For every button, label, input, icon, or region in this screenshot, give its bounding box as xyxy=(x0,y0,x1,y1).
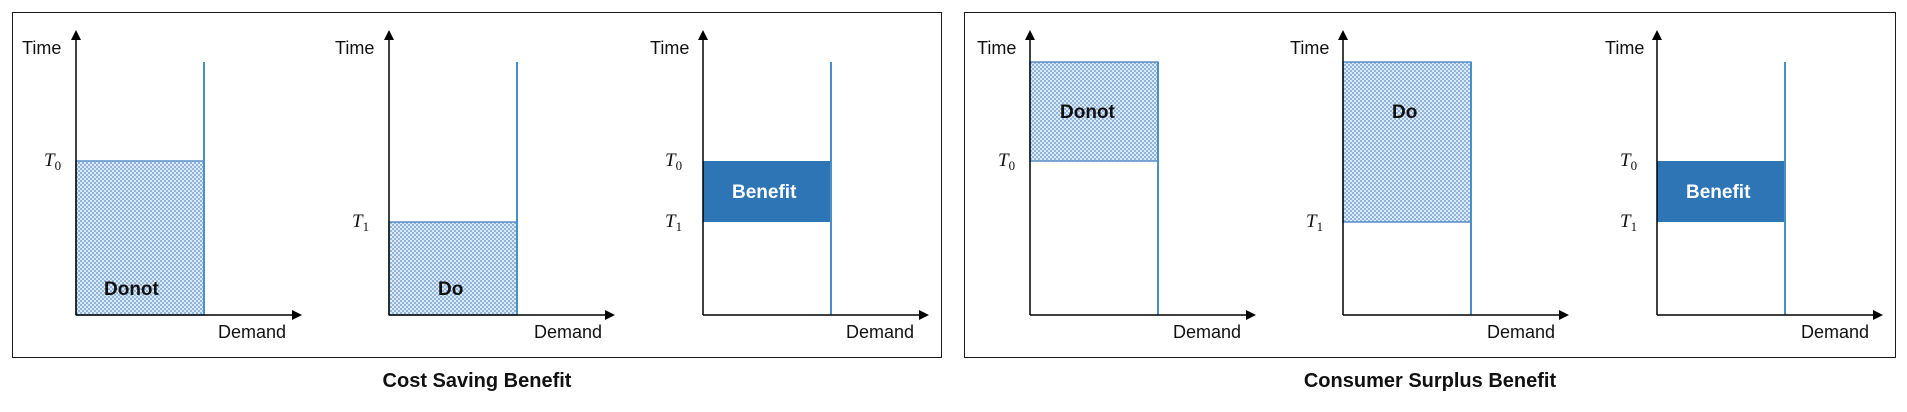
x-axis-label: Demand xyxy=(1173,322,1241,342)
do-area xyxy=(1342,61,1472,223)
x-axis-label: Demand xyxy=(1801,322,1869,342)
donot-area xyxy=(75,160,205,316)
benefit-area xyxy=(703,161,831,222)
chart-surplus-do: Time Demand T1 Do xyxy=(1290,30,1569,342)
t1-label: T1 xyxy=(1306,211,1323,234)
y-axis-label: Time xyxy=(1605,38,1644,58)
y-axis-label: Time xyxy=(1290,38,1329,58)
x-axis-label: Demand xyxy=(846,322,914,342)
chart-surplus-benefit: Time Demand T0 T1 Benefit xyxy=(1605,30,1883,342)
t0-label: T0 xyxy=(665,150,682,173)
x-axis-label: Demand xyxy=(534,322,602,342)
y-axis-label: Time xyxy=(977,38,1016,58)
area-label: Do xyxy=(438,279,463,300)
do-area xyxy=(388,221,518,316)
consumer-surplus-panel xyxy=(964,12,1896,358)
chart-cost-benefit: Time Demand T0 T1 Benefit xyxy=(650,30,929,342)
donot-area xyxy=(1029,61,1159,162)
chart-surplus-donot: Time Demand T0 Donot xyxy=(977,30,1256,342)
t1-label: T1 xyxy=(352,211,369,234)
area-label: Do xyxy=(1392,102,1417,123)
y-axis-label: Time xyxy=(335,38,374,58)
area-label: Benefit xyxy=(1686,182,1751,203)
t0-label: T0 xyxy=(44,150,61,173)
t1-label: T1 xyxy=(665,211,682,234)
area-label: Benefit xyxy=(732,182,797,203)
x-axis-label: Demand xyxy=(1487,322,1555,342)
area-label: Donot xyxy=(104,279,160,300)
y-axis-label: Time xyxy=(650,38,689,58)
x-axis-label: Demand xyxy=(218,322,286,342)
cost-saving-caption: Cost Saving Benefit xyxy=(382,370,572,392)
chart-cost-donot: Time Demand T0 Donot xyxy=(22,30,302,342)
chart-cost-do: Time Demand T1 Do xyxy=(335,30,615,342)
area-label: Donot xyxy=(1060,102,1116,123)
t1-label: T1 xyxy=(1620,211,1637,234)
benefit-area xyxy=(1657,161,1785,222)
cost-saving-panel xyxy=(12,12,942,358)
consumer-surplus-caption: Consumer Surplus Benefit xyxy=(1303,370,1557,392)
t0-label: T0 xyxy=(1620,150,1637,173)
t0-label: T0 xyxy=(998,150,1015,173)
y-axis-label: Time xyxy=(22,38,61,58)
